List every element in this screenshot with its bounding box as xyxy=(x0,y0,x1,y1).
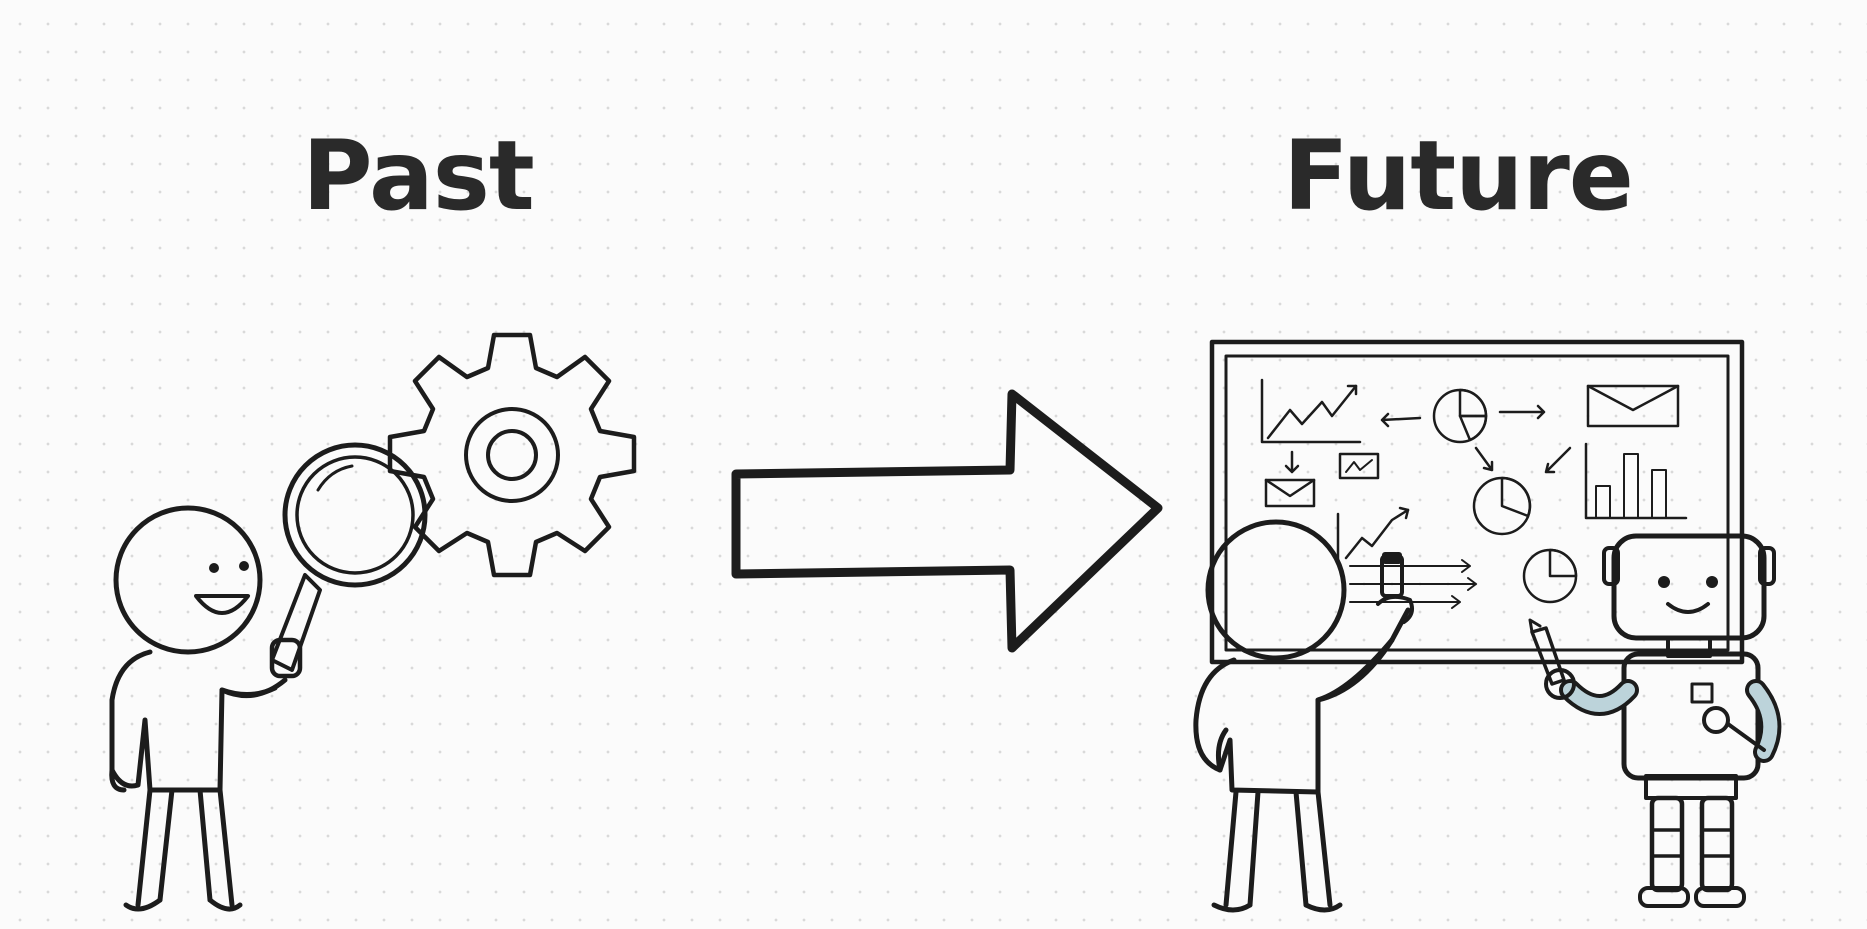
line-chart-icon xyxy=(1260,378,1362,444)
bar-chart-icon xyxy=(1584,442,1688,520)
pen-icon xyxy=(1528,618,1566,686)
arrow-right-icon xyxy=(731,389,1163,653)
pie-chart-icon xyxy=(1432,388,1488,444)
robot-icon xyxy=(1528,533,1782,908)
past-title: Past xyxy=(302,120,535,232)
past-person-icon xyxy=(109,505,303,912)
future-title: Future xyxy=(1283,120,1634,232)
gear-icon xyxy=(387,332,637,578)
magnifier-icon xyxy=(270,442,428,672)
future-person-icon xyxy=(1193,519,1414,913)
envelope-icon xyxy=(1586,384,1680,428)
whiteboard-icon xyxy=(1209,339,1745,665)
line-chart-icon-lower xyxy=(1336,506,1410,566)
marker-icon xyxy=(1380,552,1404,598)
envelope-icon-small xyxy=(1264,478,1316,508)
pie-chart-icon-middle xyxy=(1472,476,1532,536)
pie-chart-icon-lower xyxy=(1522,548,1578,604)
